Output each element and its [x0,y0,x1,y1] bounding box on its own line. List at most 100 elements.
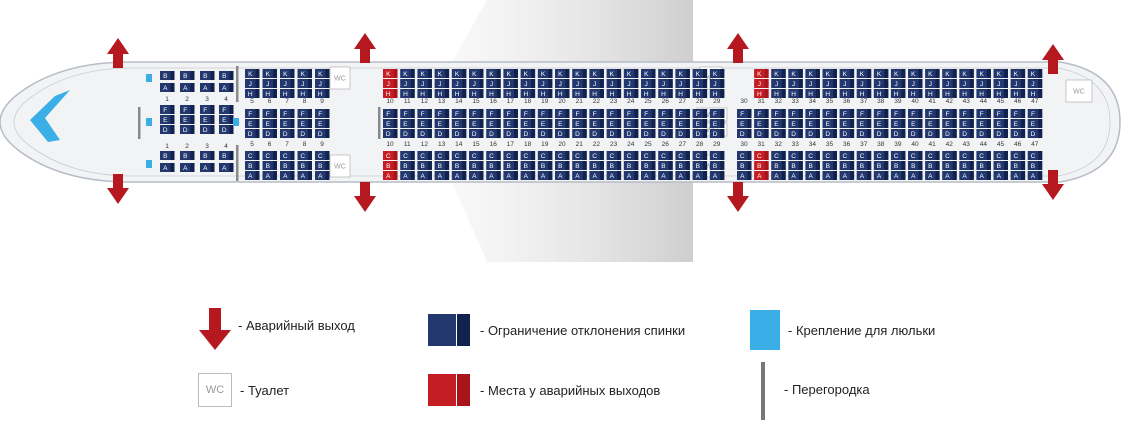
seat[interactable]: F [788,109,803,118]
seat[interactable]: E [805,119,820,128]
seat[interactable]: D [641,129,656,138]
seat[interactable]: F [737,109,752,118]
seat[interactable]: F [180,105,195,114]
seat[interactable]: D [589,129,604,138]
seat[interactable]: B [890,161,906,170]
seat[interactable]: K [993,69,1009,78]
seat[interactable]: A [805,171,820,180]
seat[interactable]: B [434,161,450,170]
seat[interactable]: J [771,79,786,88]
seat[interactable]: F [297,109,313,118]
seat[interactable]: K [537,69,553,78]
seat[interactable]: E [200,115,215,124]
seat[interactable]: B [200,151,215,160]
seat[interactable]: B [993,161,1009,170]
seat[interactable]: H [572,89,587,98]
seat[interactable]: J [315,79,330,88]
seat[interactable]: E [737,119,752,128]
seat[interactable]: B [383,161,398,170]
seat[interactable]: D [417,129,432,138]
seat[interactable]: E [873,119,889,128]
seat[interactable]: K [297,69,313,78]
seat[interactable]: E [890,119,906,128]
seat[interactable]: K [873,69,889,78]
seat[interactable]: F [520,109,536,118]
seat[interactable]: D [890,129,906,138]
seat[interactable]: H [709,89,725,98]
seat[interactable]: H [503,89,518,98]
seat[interactable]: A [873,171,889,180]
seat[interactable]: C [400,151,415,160]
seat[interactable]: B [976,161,991,170]
seat[interactable]: F [839,109,855,118]
seat[interactable]: K [805,69,820,78]
seat[interactable]: B [245,161,260,170]
seat[interactable]: H [245,89,260,98]
seat[interactable]: A [451,171,467,180]
seat[interactable]: B [641,161,656,170]
seat[interactable]: C [486,151,501,160]
seat[interactable]: F [537,109,553,118]
seat[interactable]: A [675,171,690,180]
seat[interactable]: D [503,129,518,138]
seat[interactable]: H [805,89,820,98]
seat[interactable]: J [245,79,260,88]
seat[interactable]: E [908,119,923,128]
seat[interactable]: K [383,69,398,78]
seat[interactable]: H [925,89,940,98]
seat[interactable]: C [890,151,906,160]
seat[interactable]: C [589,151,604,160]
seat[interactable]: E [555,119,570,128]
seat[interactable]: D [262,129,278,138]
seat[interactable]: F [925,109,940,118]
seat[interactable]: F [890,109,906,118]
seat[interactable]: J [839,79,855,88]
seat[interactable]: B [675,161,690,170]
seat[interactable]: A [537,171,553,180]
seat[interactable]: H [623,89,639,98]
seat[interactable]: F [451,109,467,118]
seat[interactable]: J [1027,79,1043,88]
seat[interactable]: F [959,109,974,118]
seat[interactable]: F [942,109,957,118]
seat[interactable]: F [771,109,786,118]
seat[interactable]: H [890,89,906,98]
seat[interactable]: K [315,69,330,78]
seat[interactable]: E [925,119,940,128]
seat[interactable]: J [434,79,450,88]
seat[interactable]: E [383,119,398,128]
seat[interactable]: A [503,171,518,180]
seat[interactable]: C [959,151,974,160]
seat[interactable]: C [520,151,536,160]
seat[interactable]: B [692,161,708,170]
seat[interactable]: B [297,161,313,170]
seat[interactable]: F [1027,109,1043,118]
seat[interactable]: A [959,171,974,180]
seat[interactable]: A [469,171,484,180]
seat[interactable]: K [262,69,278,78]
seat[interactable]: D [555,129,570,138]
seat[interactable]: F [805,109,820,118]
seat[interactable]: F [417,109,432,118]
seat[interactable]: H [520,89,536,98]
seat[interactable]: E [469,119,484,128]
seat[interactable]: B [160,71,175,80]
seat[interactable]: K [245,69,260,78]
seat[interactable]: C [262,151,278,160]
seat[interactable]: K [890,69,906,78]
seat[interactable]: C [606,151,622,160]
seat[interactable]: D [219,125,234,134]
seat[interactable]: D [675,129,690,138]
seat[interactable]: E [160,115,175,124]
seat[interactable]: J [297,79,313,88]
seat[interactable]: H [555,89,570,98]
seat[interactable]: C [993,151,1009,160]
seat[interactable]: D [486,129,501,138]
seat[interactable]: K [709,69,725,78]
seat[interactable]: D [942,129,957,138]
seat[interactable]: E [692,119,708,128]
seat[interactable]: F [641,109,656,118]
seat[interactable]: F [623,109,639,118]
seat[interactable]: B [219,71,234,80]
seat[interactable]: J [555,79,570,88]
